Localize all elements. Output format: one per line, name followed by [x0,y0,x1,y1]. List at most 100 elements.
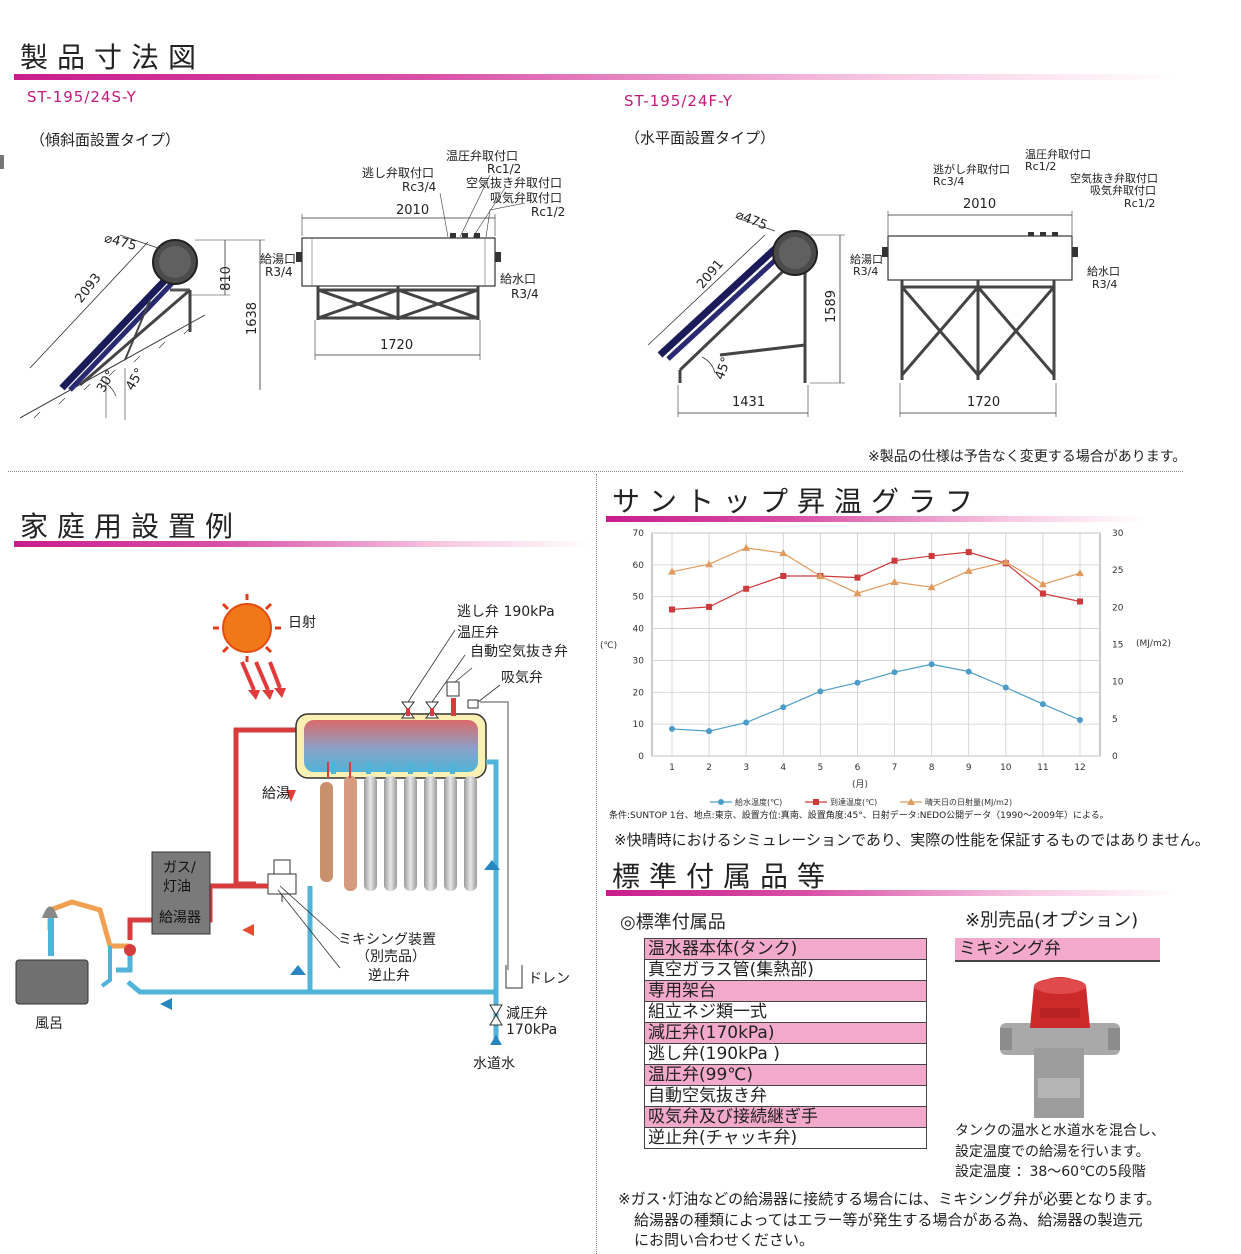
data-point [890,578,899,586]
y2tick-label: 10 [1112,678,1124,688]
ylabel: (℃) [600,641,617,651]
series-line [671,551,1081,611]
ytick-label: 70 [633,529,645,539]
xtick-label: 12 [1074,763,1085,773]
inclined-front-drawing [296,214,501,360]
column-divider [596,474,597,1254]
xtick-label: 3 [743,763,749,773]
type-left: （傾斜面設置タイプ） [30,131,181,149]
option-desc-2: 設定温度での給湯を行います。 [955,1144,1150,1160]
option-item: ミキシング弁 [955,938,1160,962]
callout-air-right: 空気抜き弁取付口 [1070,172,1158,185]
legend-marker [813,799,819,805]
label-relief: 逃し弁 190kPa [457,604,555,620]
data-point [669,725,675,732]
label-check: 逆止弁 [368,968,410,984]
dim-2010-right: 2010 [963,197,997,212]
footnote-3: にお問い合わせください。 [634,1231,815,1249]
xlabel: (月) [852,779,868,790]
data-point [854,574,861,581]
label-water: 水道水 [473,1056,515,1072]
accessory-item: 逆止弁(チャッキ弁) [644,1127,927,1149]
ytick-label: 20 [633,688,645,698]
xtick-label: 6 [855,763,861,773]
dim-810: 810 [218,266,234,291]
data-point [854,679,861,686]
ytick-label: 60 [633,561,645,571]
mixing-valve-photo [1000,977,1120,1118]
data-point [965,668,972,675]
data-point [1039,590,1046,597]
legend-marker [718,799,724,805]
y2tick-label: 15 [1112,641,1123,651]
section-title-dimensions: 製品寸法図 [20,41,206,74]
label-drain: ドレン [528,971,570,987]
callout-leaders-left [439,174,526,238]
accessory-item: 自動空気抜き弁 [644,1085,927,1107]
legend-label: 到達温度(℃) [830,797,877,807]
ytick-label: 0 [638,752,644,762]
data-point [743,719,750,726]
callout-cold-left: 給水口 [500,272,537,286]
y2tick-label: 25 [1112,566,1123,576]
data-point [928,552,935,559]
page-edge-mark [0,155,4,169]
callout-relief-left: 逃し弁取付口 [362,166,435,180]
model-right: ST-195/24F-Y [624,92,733,110]
callout-hot-size-left: R3/4 [265,265,293,279]
title-underline [606,890,1176,896]
data-point [743,585,750,592]
section-title-graph: サントップ昇温グラフ [612,485,983,518]
accessory-item: 真空ガラス管(集熱部) [644,959,927,981]
label-tp: 温圧弁 [457,625,499,641]
xtick-label: 8 [929,763,935,773]
data-point [742,543,751,551]
model-left: ST-195/24S-Y [27,88,137,106]
data-point [1077,717,1083,724]
accessory-item: 吸気弁及び接続継ぎ手 [644,1106,927,1128]
callout-tp-right: 温圧弁取付口 [1025,148,1091,161]
accessory-item: 温圧弁(99℃) [644,1064,927,1086]
option-desc-3: 設定温度 ：38～60℃の5段階 [955,1164,1146,1180]
footnote-1: ※ガス･灯油などの給湯器に接続する場合には、ミキシング弁が必要となります。 [618,1190,1162,1208]
sun-icon [213,594,281,662]
data-point [891,557,898,564]
chart-conditions: 条件:SUNTOP 1台、地点:東京、設置方位:真南、設置角度:45°、日射デー… [609,811,1109,821]
label-prv-1: 減圧弁 [506,1006,548,1022]
data-point [853,589,862,597]
y2tick-label: 30 [1112,529,1124,539]
y2label: (MJ/m2) [1136,639,1171,649]
ytick-label: 50 [633,593,645,603]
legend-label: 晴天日の日射量(MJ/m2) [925,797,1012,807]
accessory-item: 専用架台 [644,980,927,1002]
accessory-item: 減圧弁(170kPa) [644,1022,927,1044]
data-point [668,567,676,575]
label-prv-2: 170kPa [506,1022,558,1038]
label-heater-1: ガス/ [163,860,196,876]
accessory-row: 専用架台 [644,980,927,1002]
title-underline [14,541,592,547]
label-sun: 日射 [288,615,316,631]
data-point [1039,701,1046,708]
label-hotout: 給湯 [262,786,290,802]
accessory-row: 自動空気抜き弁 [644,1085,927,1107]
callout-relief-size-right: Rc3/4 [933,175,965,188]
section-title-home: 家庭用設置例 [20,510,243,543]
data-point [1038,580,1047,588]
plot-area [651,532,1101,757]
y2tick-label: 20 [1112,603,1124,613]
data-point [1001,557,1010,565]
callout-hot-size-right: R3/4 [853,265,879,278]
label-heater-2: 灯油 [163,879,191,895]
xtick-label: 10 [1000,763,1012,773]
data-point [816,572,825,580]
label-air: 自動空気抜き弁 [470,644,568,660]
label-mixing-1: ミキシング装置 [338,932,436,948]
data-point [964,566,973,574]
std-accessories-title: ◎標準付属品 [620,912,726,933]
callout-vac-right: 吸気弁取付口 [1090,184,1156,197]
data-point [1077,598,1083,605]
ytick-label: 10 [633,720,645,730]
type-right: （水平面設置タイプ） [625,129,776,147]
